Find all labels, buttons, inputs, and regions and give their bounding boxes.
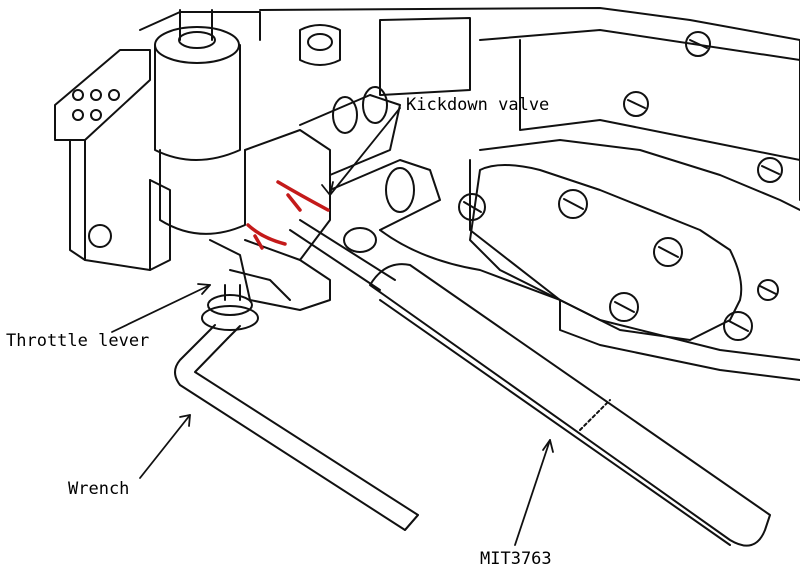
throttle-lever: [201, 239, 331, 331]
kickdown-valve-spool: [299, 86, 561, 301]
kickdown-valve-label: Kickdown valve: [406, 95, 550, 115]
mounting-bracket: [54, 11, 261, 271]
valve-body: [259, 7, 800, 381]
wrench-label: Wrench: [68, 479, 130, 499]
hex-wrench: [174, 324, 419, 531]
screw-heads: [458, 31, 783, 341]
leader-lines: [111, 107, 554, 546]
cylinder: [154, 9, 331, 261]
special-tool-label: MIT3763: [480, 549, 552, 569]
red-adjustment-marks: [246, 180, 330, 250]
special-tool-rod: [289, 219, 771, 547]
throttle-lever-label: Throttle lever: [6, 331, 150, 351]
